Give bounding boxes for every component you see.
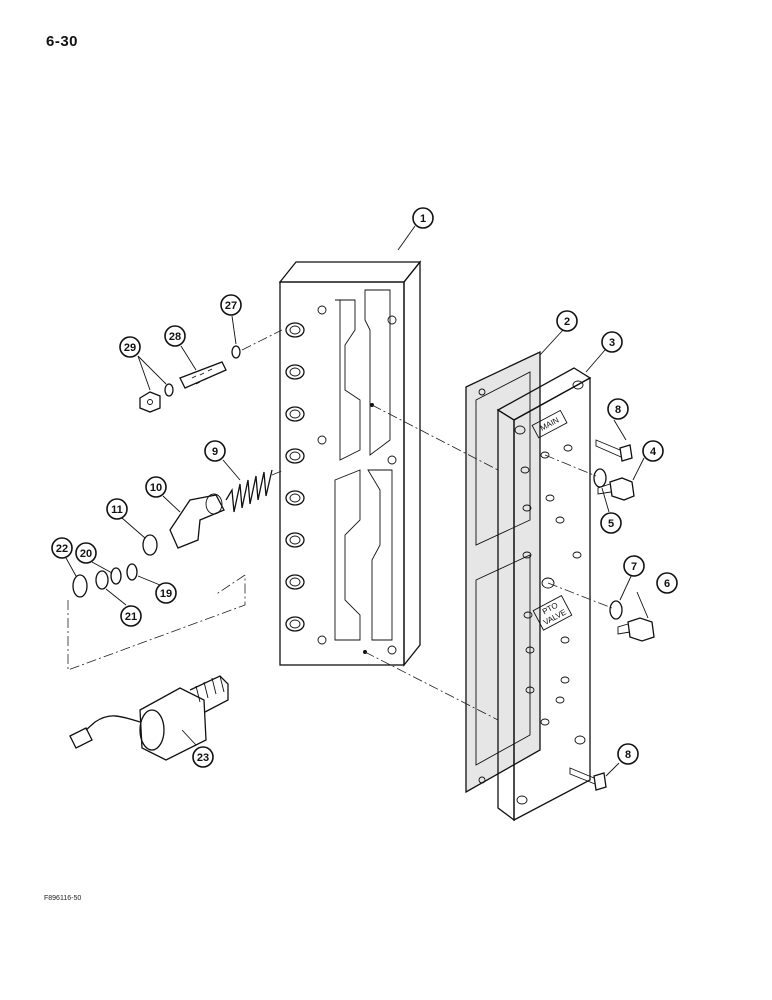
callout-6: 6	[656, 572, 678, 594]
callout-20-label: 20	[80, 548, 92, 560]
callout-11-label: 11	[111, 504, 123, 516]
callout-28: 28	[164, 325, 186, 347]
o-ring-29	[164, 383, 174, 397]
plug-29	[139, 391, 161, 413]
plug-6	[617, 617, 655, 642]
callout-19: 19	[155, 582, 177, 604]
o-ring-27	[231, 345, 241, 359]
callout-9-label: 9	[212, 446, 218, 458]
o-ring-20	[110, 567, 122, 585]
spring-9	[225, 469, 273, 513]
callout-8-upper: 8	[607, 398, 629, 420]
callout-3-label: 3	[609, 337, 615, 349]
callout-6-label: 6	[664, 578, 670, 590]
callout-9: 9	[204, 440, 226, 462]
callout-8-upper-label: 8	[615, 404, 621, 416]
main-label: MAIN	[539, 415, 561, 432]
callout-10: 10	[145, 476, 167, 498]
callout-21-label: 21	[125, 611, 137, 623]
callout-11: 11	[106, 498, 128, 520]
valve-body	[278, 260, 422, 667]
page-number: 6-30	[46, 33, 79, 50]
gasket	[465, 350, 541, 794]
valve-body-passages	[317, 289, 397, 655]
callout-3: 3	[601, 331, 623, 353]
callout-4-label: 4	[650, 446, 657, 458]
callout-8-lower-label: 8	[625, 749, 631, 761]
callout-27-label: 27	[225, 300, 237, 312]
callout-22: 22	[51, 537, 73, 559]
callout-28-label: 28	[169, 331, 181, 343]
o-ring-21	[95, 570, 109, 590]
cover-plate-holes	[514, 380, 586, 805]
callout-23-label: 23	[197, 752, 209, 764]
callout-10-label: 10	[150, 482, 162, 494]
callout-8-lower: 8	[617, 743, 639, 765]
callout-7: 7	[623, 555, 645, 577]
callout-1-label: 1	[420, 213, 426, 225]
ring-11	[142, 534, 158, 556]
callout-1: 1	[412, 207, 434, 229]
callout-27: 27	[220, 294, 242, 316]
solenoid-23	[69, 675, 229, 761]
callout-5-label: 5	[608, 518, 614, 530]
callout-5: 5	[600, 512, 622, 534]
callout-7-label: 7	[631, 561, 637, 573]
o-ring-22	[72, 574, 88, 598]
leader-lines	[65, 225, 649, 777]
callout-4: 4	[642, 440, 664, 462]
valve-body-ports	[285, 322, 305, 632]
callout-23: 23	[192, 746, 214, 768]
callout-21: 21	[120, 605, 142, 627]
spool-10	[169, 493, 225, 549]
pin-28	[179, 361, 227, 389]
o-ring-5	[593, 468, 607, 488]
callout-29-label: 29	[124, 342, 136, 354]
o-ring-7	[609, 600, 623, 620]
callout-2-label: 2	[564, 316, 570, 328]
bolt-8-upper	[595, 439, 633, 462]
callout-29: 29	[119, 336, 141, 358]
plug-4	[597, 477, 635, 501]
callout-2: 2	[556, 310, 578, 332]
figure-code: F896116-50	[44, 895, 82, 902]
callout-20: 20	[75, 542, 97, 564]
o-ring-19	[126, 563, 138, 581]
assembly-lines	[67, 329, 613, 721]
callout-22-label: 22	[56, 543, 68, 555]
bolt-8-lower	[569, 767, 607, 791]
callout-19-label: 19	[160, 588, 172, 600]
